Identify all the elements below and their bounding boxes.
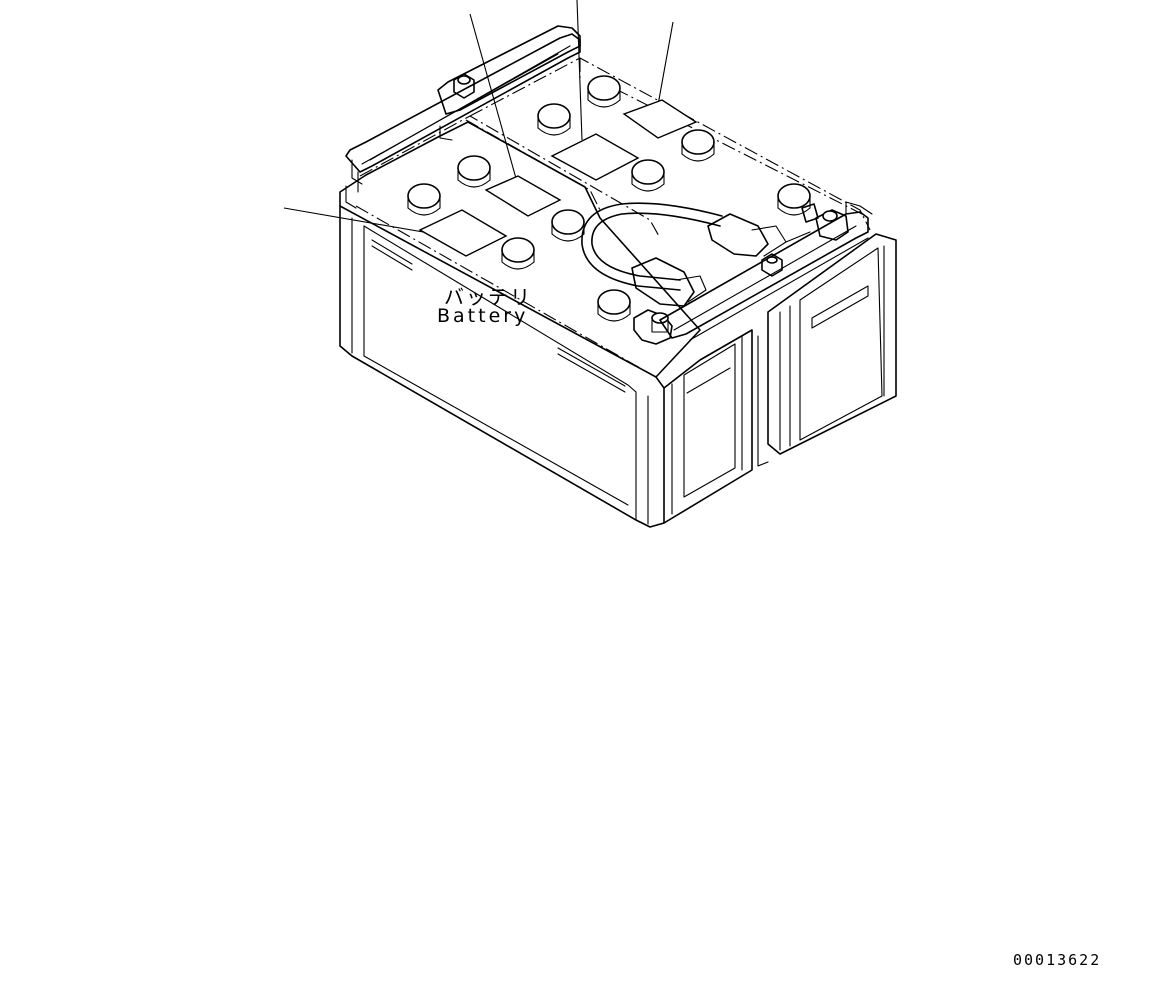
main-battery-top [339, 121, 701, 378]
rear-battery [437, 25, 871, 231]
right-battery-rail [659, 211, 869, 339]
battery-cable [581, 202, 811, 307]
drawing-number: 00013622 [1013, 951, 1102, 969]
main-battery-terminal [633, 309, 673, 345]
caution-label-4 [622, 99, 698, 139]
leader-line-right [657, 21, 674, 106]
right-battery-terminal [815, 209, 849, 241]
main-battery-top-rail [345, 33, 581, 173]
caution-label-2 [484, 175, 562, 217]
caution-label-3 [550, 133, 640, 181]
component-label-en: Battery [437, 305, 529, 327]
main-battery-side-face [663, 329, 753, 524]
main-battery [339, 33, 753, 528]
right-battery-body [767, 233, 897, 455]
main-battery-front-face [339, 205, 665, 528]
cable-outer [591, 212, 721, 281]
vent-cap [407, 183, 441, 209]
cable-inner [581, 202, 723, 291]
right-battery [659, 201, 897, 467]
caution-label-1 [418, 209, 508, 257]
rear-battery-rail [437, 25, 581, 115]
leader-line-center-left [469, 13, 518, 183]
component-label-jp: バッテリ [444, 285, 532, 309]
leader-lines [283, 0, 674, 238]
